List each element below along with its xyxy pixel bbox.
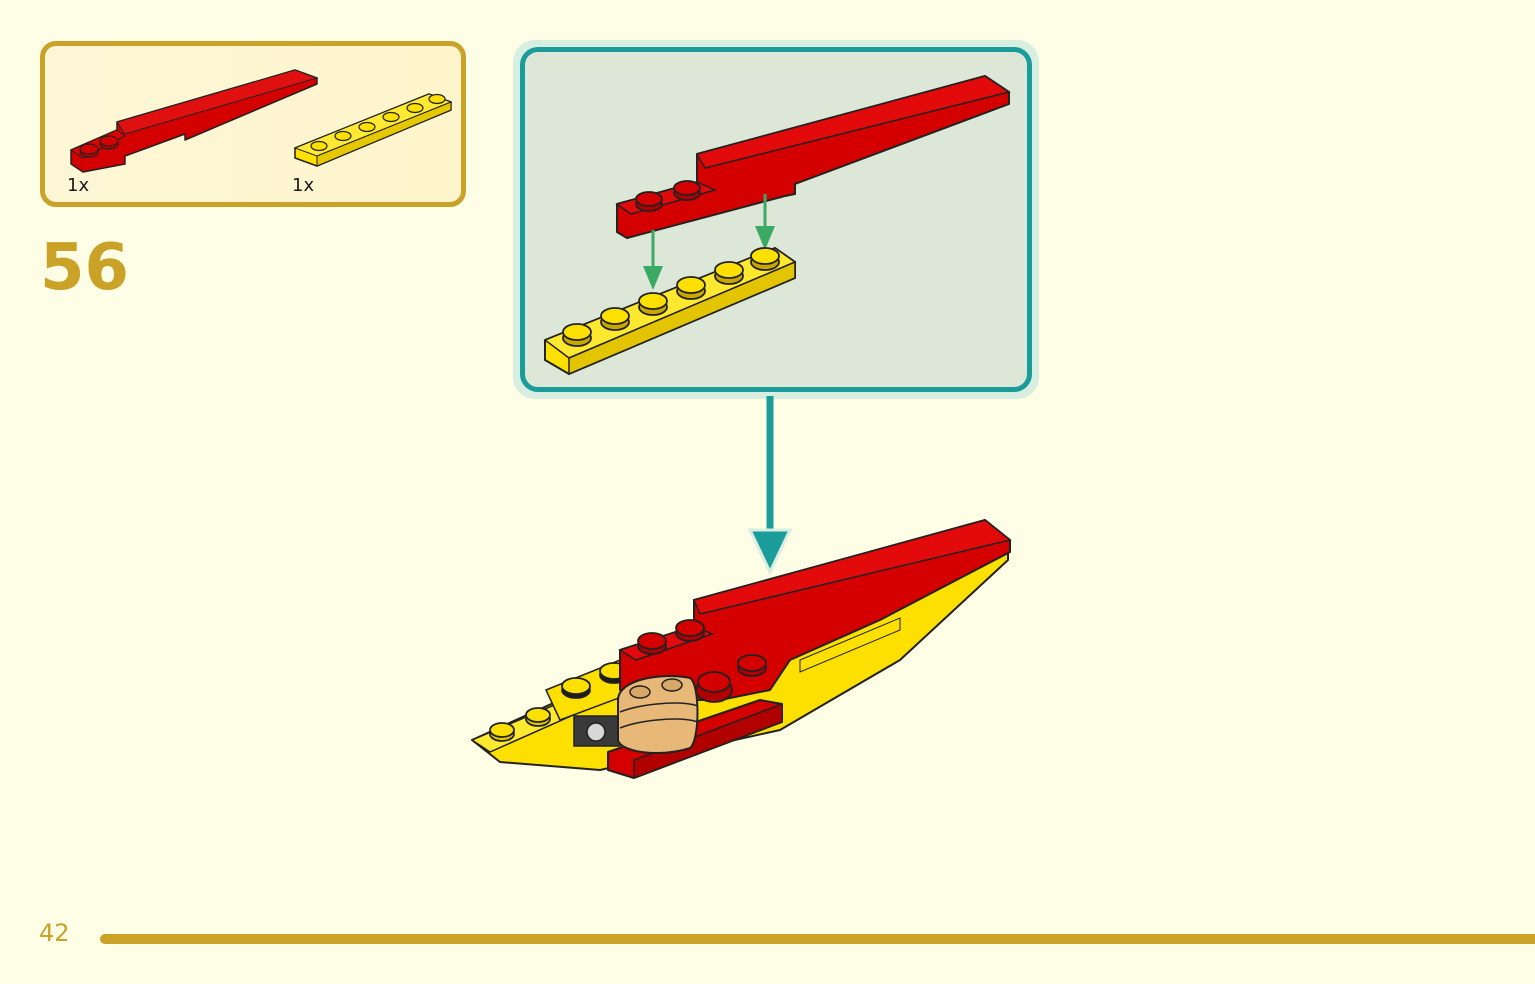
red-round-brick	[695, 671, 733, 703]
red-curved-slope-brick-icon	[69, 69, 319, 173]
page-progress-bar	[100, 934, 1535, 944]
sub-assembly-illustration	[543, 75, 1011, 376]
red-curved-slope-brick	[618, 519, 1012, 701]
gray-clip-brick	[573, 715, 621, 747]
page-number: 42	[39, 919, 70, 947]
step-number: 56	[40, 231, 130, 305]
teal-down-arrow-icon	[747, 396, 793, 576]
tan-rounded-brick	[617, 675, 699, 754]
part-quantity: 1x	[67, 175, 90, 196]
parts-callout: 1x 1x	[40, 41, 466, 207]
sub-assembly-frame	[513, 40, 1039, 399]
yellow-1x6-plate-icon	[293, 93, 453, 167]
yellow-1x6-plate-icon	[543, 247, 797, 376]
sub-assembly-panel	[520, 47, 1032, 392]
green-down-arrow-icon	[643, 194, 775, 290]
part-quantity: 1x	[292, 175, 315, 196]
red-curved-slope-brick-icon	[615, 75, 1011, 239]
